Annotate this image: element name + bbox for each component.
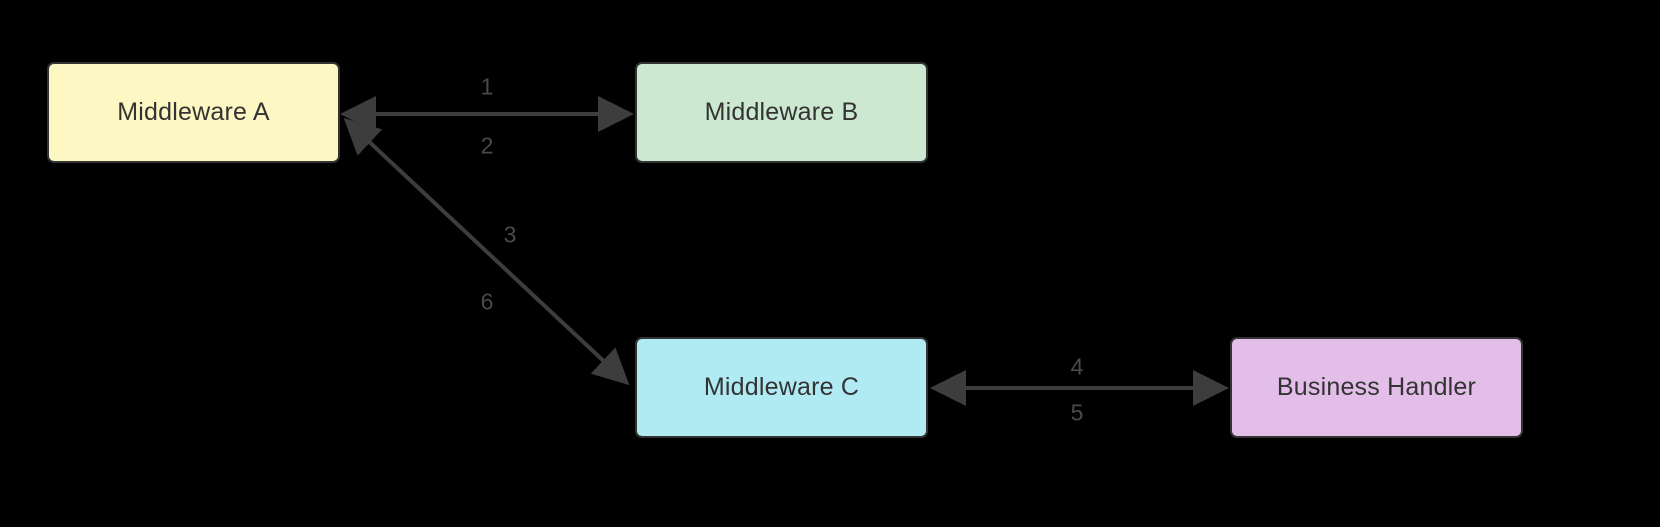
edge-label-a-to-b-forward: 1 <box>480 73 494 100</box>
node-middleware-c[interactable]: Middleware C <box>635 337 928 438</box>
edge-label-c-to-handler-forward: 4 <box>1070 353 1084 380</box>
edge-label-a-to-c-reverse: 6 <box>480 288 494 315</box>
edge-label-a-to-c-forward: 3 <box>503 221 517 248</box>
node-business-handler[interactable]: Business Handler <box>1230 337 1523 438</box>
node-middleware-a[interactable]: Middleware A <box>47 62 340 163</box>
node-middleware-a-label: Middleware A <box>117 98 270 126</box>
node-business-handler-label: Business Handler <box>1276 373 1477 401</box>
edge-label-c-to-handler-reverse: 5 <box>1070 399 1084 426</box>
edge-middleware-a-to-middleware-c <box>343 117 630 386</box>
node-middleware-b-label: Middleware B <box>704 98 859 126</box>
node-middleware-b[interactable]: Middleware B <box>635 62 928 163</box>
node-middleware-c-label: Middleware C <box>703 373 860 401</box>
edge-label-a-to-b-reverse: 2 <box>480 132 494 159</box>
